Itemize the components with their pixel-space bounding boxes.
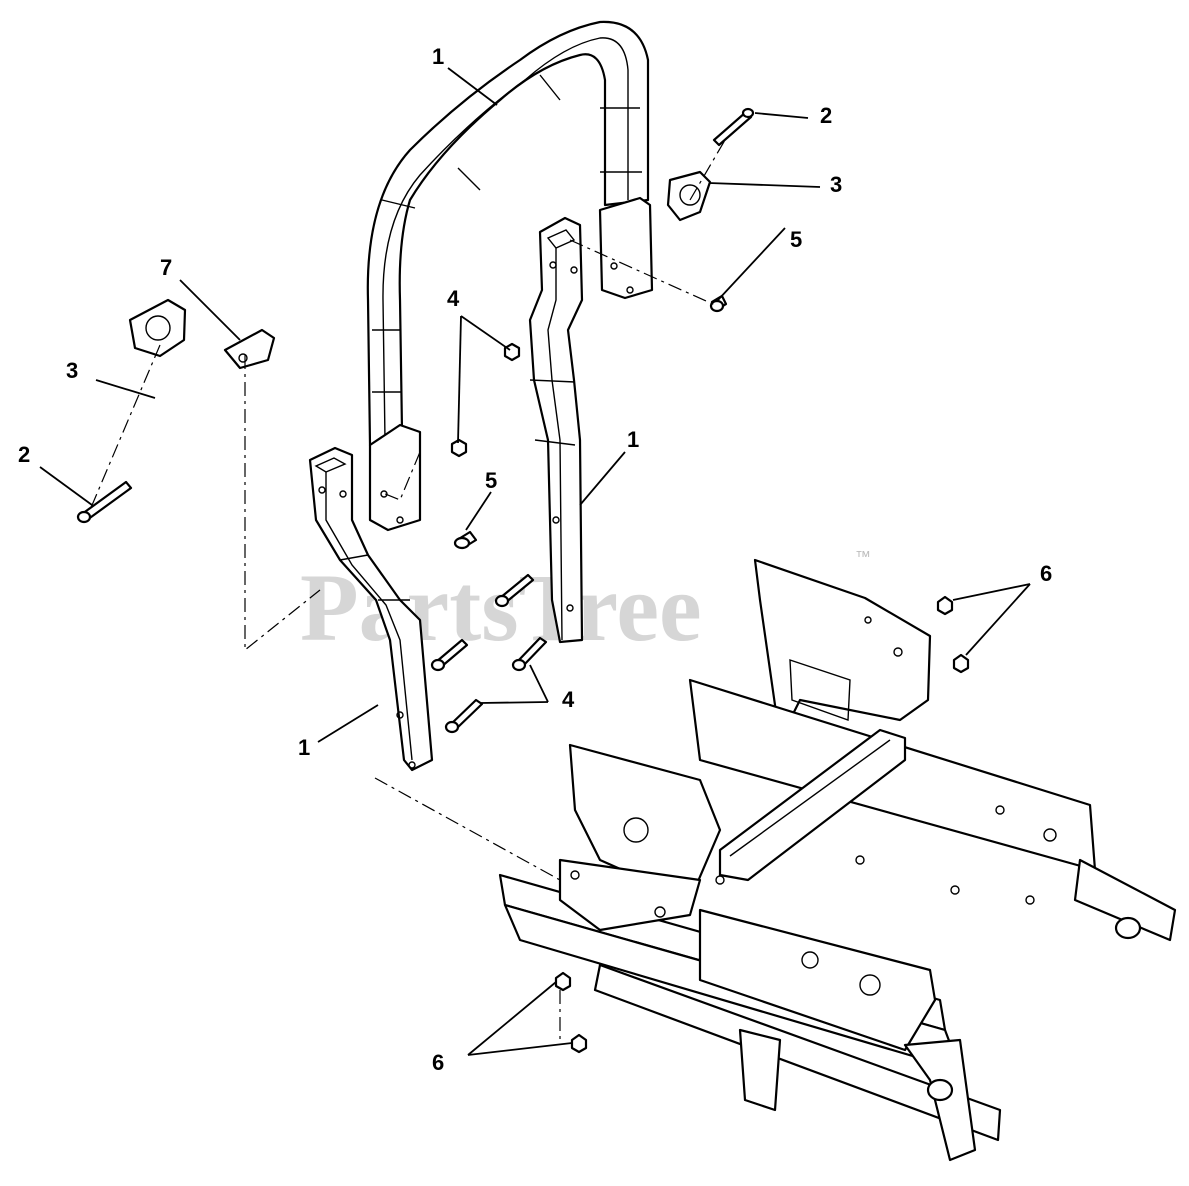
callout-1: 1 bbox=[432, 44, 444, 69]
mower-frame bbox=[498, 558, 1177, 1162]
callout-1: 1 bbox=[627, 427, 639, 452]
roll-bar-right-upright bbox=[528, 216, 584, 644]
callout-2: 2 bbox=[18, 442, 30, 467]
callout-3: 3 bbox=[66, 358, 78, 383]
roll-bar-upper-hoop bbox=[366, 20, 654, 532]
callout-6: 6 bbox=[1040, 561, 1052, 586]
callout-4: 4 bbox=[447, 286, 460, 311]
callout-leaders bbox=[39, 67, 1031, 1056]
callout-2: 2 bbox=[820, 103, 832, 128]
assembly-lines bbox=[89, 139, 726, 1040]
callout-5: 5 bbox=[485, 468, 497, 493]
watermark-trademark: ™ bbox=[855, 549, 871, 566]
callout-4: 4 bbox=[562, 687, 575, 712]
hardware bbox=[76, 107, 970, 1054]
callout-labels: 1 1 1 2 2 3 3 4 4 5 5 6 6 7 bbox=[18, 44, 1052, 1075]
callout-1: 1 bbox=[298, 735, 310, 760]
callout-3: 3 bbox=[830, 172, 842, 197]
callout-5: 5 bbox=[790, 227, 802, 252]
roll-bar-left-upright bbox=[308, 446, 434, 772]
callout-7: 7 bbox=[160, 255, 172, 280]
callout-6: 6 bbox=[432, 1050, 444, 1075]
